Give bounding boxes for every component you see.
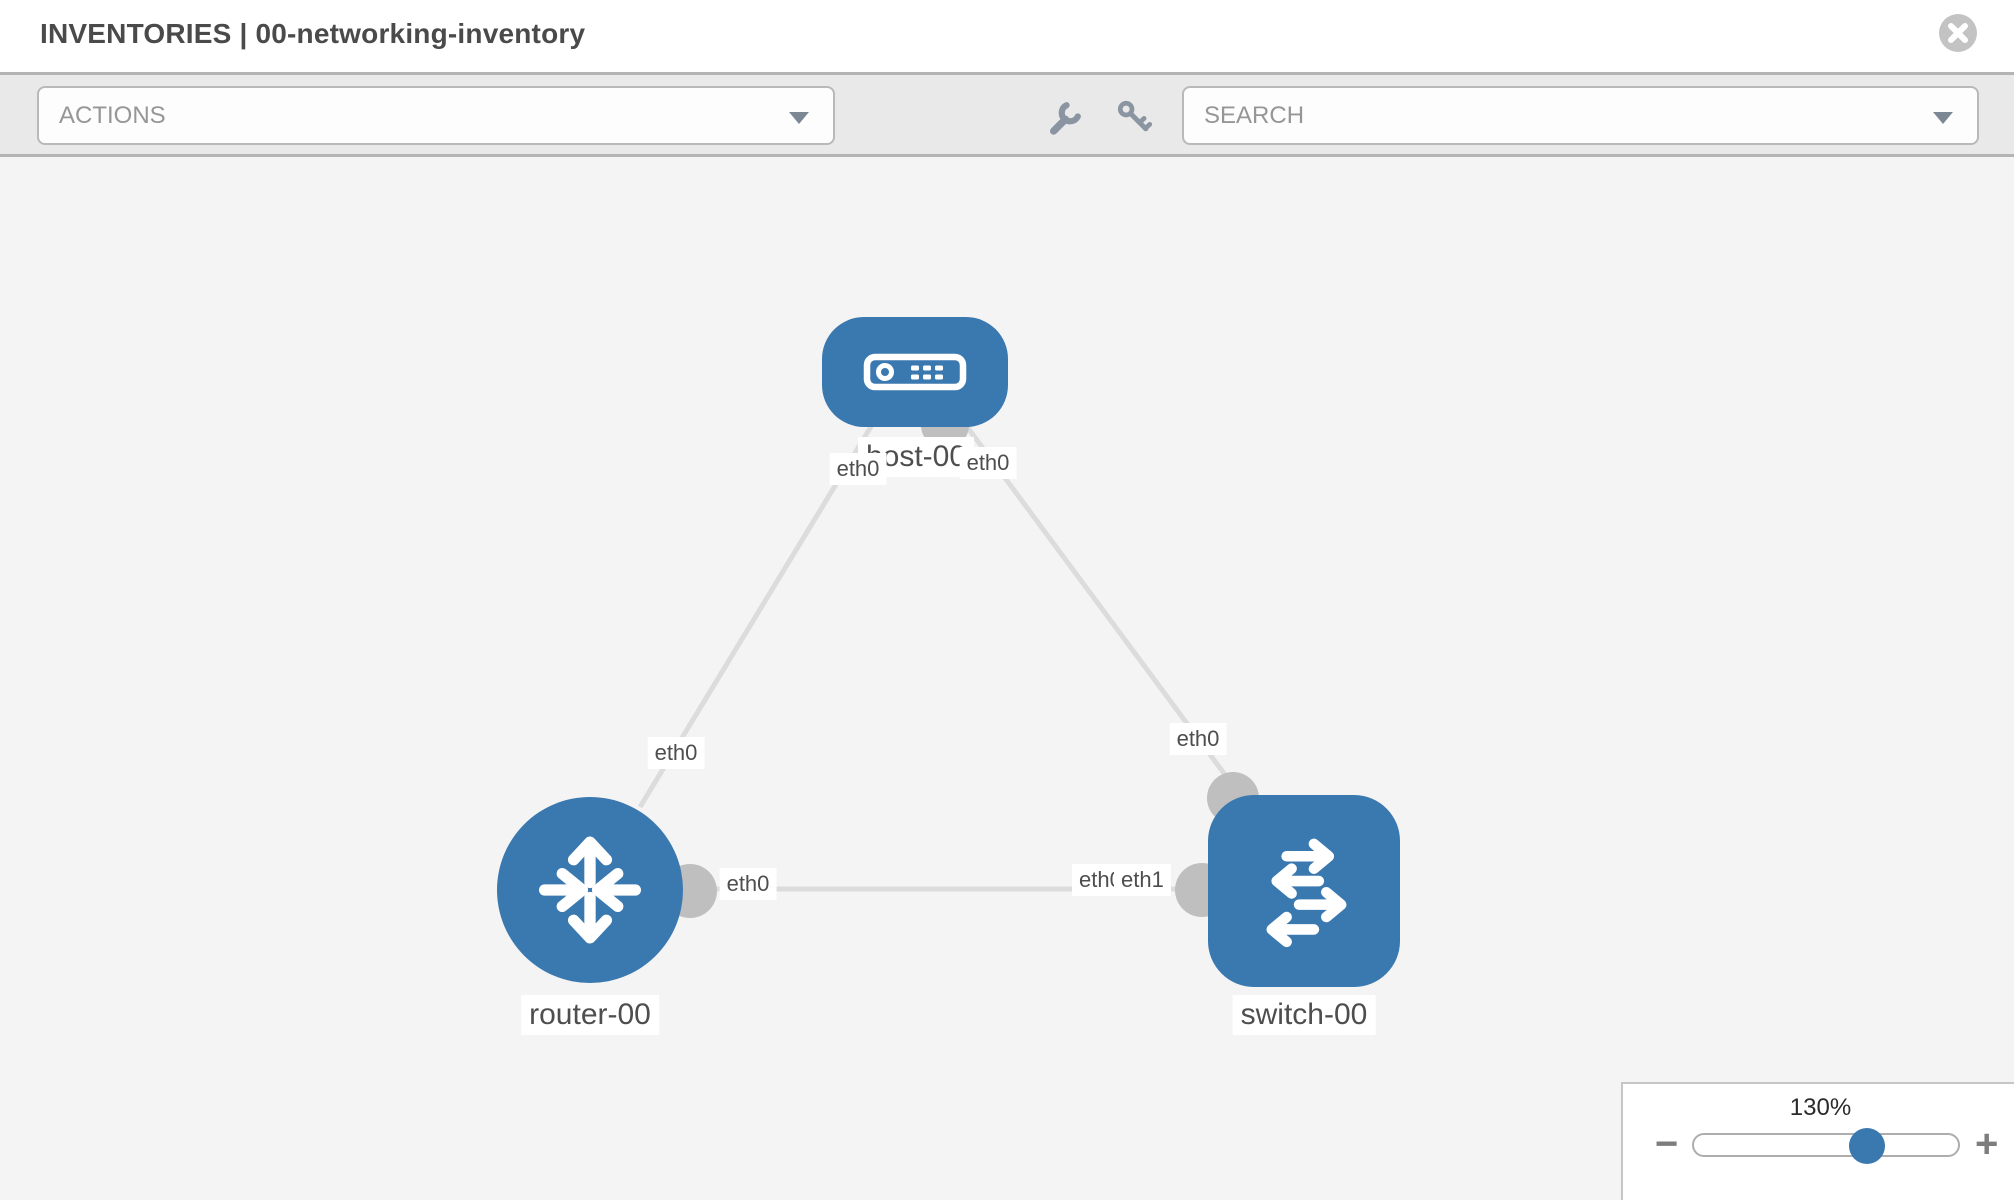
iface-label-host-to-switch: eth0 [959, 447, 1017, 479]
iface-label-router-to-host: eth0 [647, 737, 705, 769]
wrench-icon[interactable] [1048, 99, 1084, 135]
zoom-in-button[interactable]: + [1975, 1122, 1999, 1166]
chevron-down-icon [1933, 112, 1953, 124]
route-arrows-icon [538, 836, 642, 944]
exchange-arrows-icon [1266, 838, 1347, 948]
node-router-00[interactable] [497, 797, 683, 983]
zoom-slider-track[interactable] [1692, 1128, 1960, 1164]
zoom-level-value: 130% [1789, 1094, 1852, 1121]
node-label-switch-00: switch-00 [1232, 995, 1376, 1035]
server-icon [863, 353, 967, 391]
key-icon[interactable] [1116, 99, 1152, 135]
node-host-00[interactable] [822, 317, 1008, 427]
chevron-down-icon [789, 112, 809, 124]
close-icon [1948, 23, 1968, 43]
iface-label-switch-to-host: eth0 [1169, 723, 1227, 755]
topology-canvas[interactable]: host-00 router-00 switch-00 eth0 eth0 et… [0, 157, 2014, 1200]
zoom-out-button[interactable]: − [1655, 1122, 1679, 1166]
toolbar: ACTIONS SEARCH [0, 72, 2014, 157]
iface-label-router-to-switch: eth0 [719, 868, 777, 900]
iface-label-host-to-router: eth0 [829, 453, 887, 485]
search-placeholder: SEARCH [1204, 102, 1305, 129]
topology-links [637, 401, 1259, 918]
node-label-router-00: router-00 [521, 995, 659, 1035]
search-input[interactable]: SEARCH [1182, 86, 1979, 145]
header: INVENTORIES | 00-networking-inventory [0, 0, 2014, 72]
close-button[interactable] [1939, 14, 1977, 52]
iface-label-switch-to-router: eth1 [1114, 864, 1171, 896]
zoom-panel: 130% − + [1621, 1082, 2014, 1200]
page-title: INVENTORIES | 00-networking-inventory [40, 18, 586, 49]
node-switch-00[interactable] [1208, 795, 1400, 987]
zoom-slider-thumb[interactable] [1849, 1128, 1885, 1164]
actions-dropdown-label: ACTIONS [59, 102, 166, 129]
actions-dropdown[interactable]: ACTIONS [37, 86, 835, 145]
